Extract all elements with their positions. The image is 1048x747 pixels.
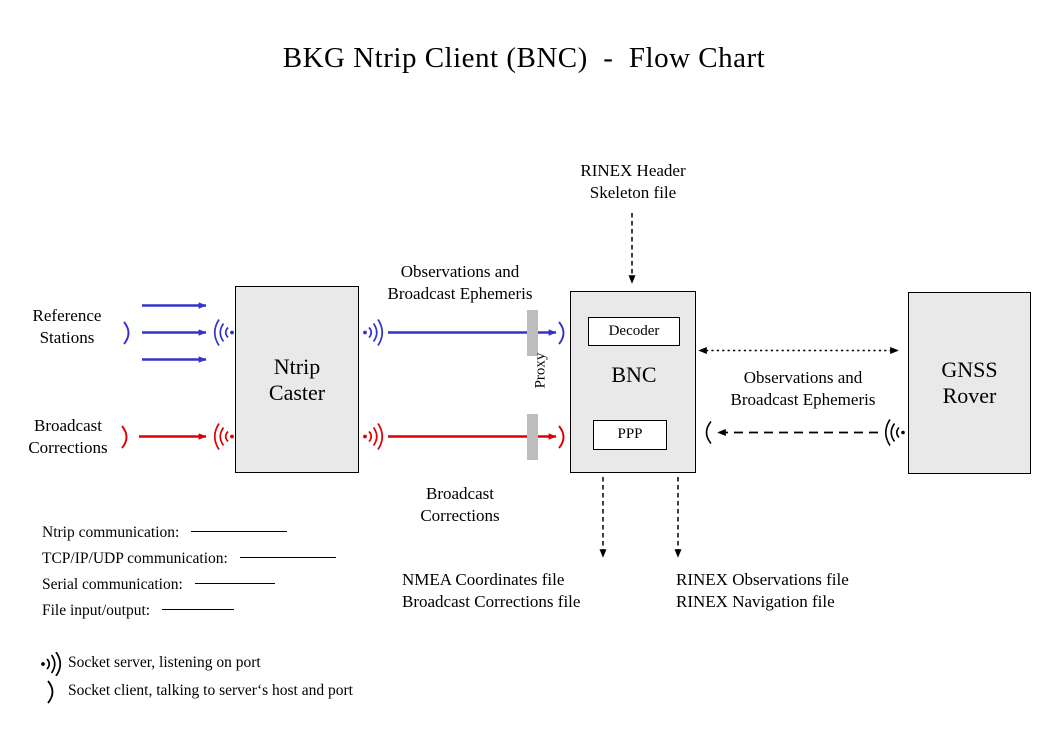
label-observations-ephemeris-rover: Observations and Broadcast Ephemeris — [730, 368, 876, 409]
legend-sample-solid-line — [191, 530, 288, 532]
node-bnc[interactable]: Decoder BNC PPP — [570, 291, 696, 473]
label-broadcast-corrections-caster: Broadcast Corrections — [420, 484, 500, 525]
proxy-label: Proxy — [532, 352, 549, 389]
label-observations-ephemeris-caster: Observations and Broadcast Ephemeris — [387, 262, 533, 303]
label-broadcast-corrections-input: Broadcast Corrections — [28, 416, 108, 457]
node-bnc-decoder-label: Decoder — [608, 322, 660, 339]
legend-row-serial: Serial communication: — [42, 576, 372, 602]
node-ntrip-caster[interactable]: Ntrip Caster — [235, 286, 359, 473]
proxy-bar-corrections — [527, 414, 538, 460]
socket-server-icon — [41, 652, 62, 676]
node-gnss-rover-label: GNSS Rover — [941, 357, 998, 408]
legend-sample-medium-dashed-line — [194, 582, 275, 584]
legend-row-tcpip: TCP/IP/UDP communication: — [42, 550, 372, 576]
legend-label-file-io: File input/output: — [42, 602, 151, 620]
socket-server-icon-caster-out-observations — [363, 319, 384, 346]
label-rinex-output-files: RINEX Observations file RINEX Navigation… — [676, 570, 849, 611]
node-bnc-label: BNC — [611, 362, 657, 387]
legend-row-ntrip: Ntrip communication: — [42, 524, 372, 550]
label-nmea-output-files: NMEA Coordinates file Broadcast Correcti… — [402, 570, 581, 611]
socket-client-icon-bnc-serial — [705, 420, 712, 445]
wire-reference-stations-to-caster — [142, 302, 207, 363]
socket-client-icon — [47, 680, 54, 704]
legend-label-socket-client: Socket client, talking to server‘s host … — [68, 682, 353, 699]
proxy-bar-observations — [527, 310, 538, 356]
socket-server-icon-caster-in-observations — [213, 319, 234, 346]
legend-row-socket-server: Socket server, listening on port — [40, 652, 470, 680]
socket-server-icon-caster-out-corrections — [363, 423, 384, 450]
legend-row-socket-client: Socket client, talking to server‘s host … — [40, 680, 470, 708]
socket-client-icon-reference-stations — [123, 321, 130, 345]
socket-client-icon-bnc-in-corrections — [558, 425, 565, 449]
legend-label-serial: Serial communication: — [42, 576, 183, 594]
socket-server-icon-rover-serial — [884, 419, 905, 446]
node-bnc-ppp-label: PPP — [617, 426, 643, 443]
legend-label-ntrip: Ntrip communication: — [42, 524, 180, 542]
label-reference-stations: Reference Stations — [32, 306, 102, 347]
legend-line-styles: Ntrip communication: TCP/IP/UDP communic… — [42, 524, 372, 628]
legend-sample-dotted-line — [161, 608, 234, 610]
legend-socket-types: Socket server, listening on port Socket … — [40, 652, 470, 708]
node-bnc-ppp[interactable]: PPP — [593, 420, 667, 450]
node-gnss-rover[interactable]: GNSS Rover — [908, 292, 1031, 474]
legend-label-tcpip: TCP/IP/UDP communication: — [42, 550, 228, 568]
socket-server-icon-caster-in-corrections — [213, 423, 234, 450]
page-title: BKG Ntrip Client (BNC) - Flow Chart — [282, 42, 766, 74]
socket-client-icon-bnc-in-observations — [558, 321, 565, 345]
label-rinex-header-skeleton-file: RINEX Header Skeleton file — [580, 161, 686, 202]
node-ntrip-caster-label: Ntrip Caster — [268, 353, 326, 405]
legend-label-socket-server: Socket server, listening on port — [68, 654, 261, 671]
node-bnc-decoder[interactable]: Decoder — [588, 317, 680, 346]
legend-sample-long-dashed-line — [239, 556, 336, 558]
legend-row-file-io: File input/output: — [42, 602, 372, 628]
